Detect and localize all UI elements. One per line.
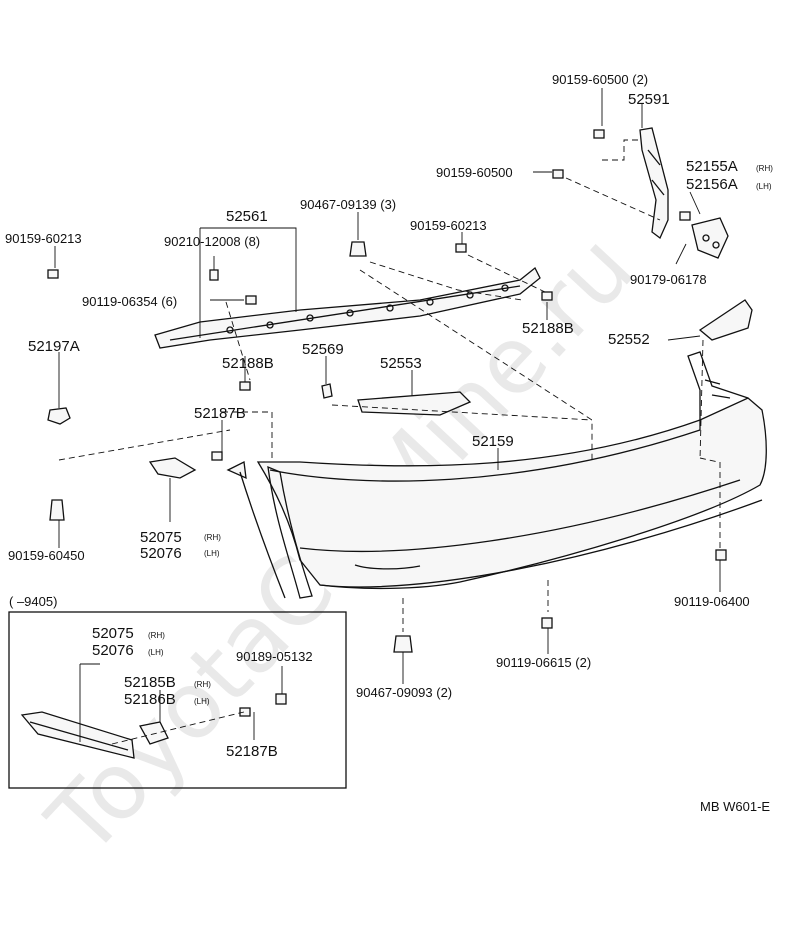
seal-52075 — [148, 457, 197, 479]
label-52076-suffix: (LH) — [204, 549, 220, 558]
label-52076: 52076 — [140, 545, 182, 562]
clip-52569 — [321, 383, 333, 399]
diagram-code: MB W601-E — [700, 799, 770, 814]
label-inset-52076: 52076 — [92, 642, 134, 659]
label-52553: 52553 — [380, 355, 422, 372]
label-inset-52185b-suffix: (RH) — [194, 680, 211, 689]
label-inset-52187b: 52187B — [226, 743, 278, 760]
label-52188b-left: 52188B — [222, 355, 274, 372]
label-inset-52075: 52075 — [92, 625, 134, 642]
assembly-lines — [58, 139, 721, 632]
label-52552: 52552 — [608, 331, 650, 348]
bracket-52591 — [639, 127, 669, 240]
labels: 90159-60500 (2) 52591 52155A (RH) 52156A… — [5, 72, 773, 814]
label-52569: 52569 — [302, 341, 344, 358]
label-inset-52075-suffix: (RH) — [148, 631, 165, 640]
label-52155a: 52155A — [686, 158, 738, 175]
label-90179-06178: 90179-06178 — [630, 272, 707, 287]
label-52561: 52561 — [226, 208, 268, 225]
label-90467-09093-2: 90467-09093 (2) — [356, 685, 452, 700]
label-90119-06615-2: 90119-06615 (2) — [496, 655, 591, 670]
label-52591: 52591 — [628, 91, 670, 108]
label-52156a-suffix: (LH) — [756, 182, 772, 191]
inset-box — [8, 611, 347, 789]
label-90119-06354-6: 90119-06354 (6) — [82, 294, 177, 309]
label-90210-12008-8: 90210-12008 (8) — [164, 234, 260, 249]
label-90159-60213-left: 90159-60213 — [5, 231, 82, 246]
label-52156a: 52156A — [686, 176, 738, 193]
label-inset-range: ( –9405) — [9, 594, 57, 609]
label-52188b-right: 52188B — [522, 320, 574, 337]
label-52075: 52075 — [140, 529, 182, 546]
bracket-52155a — [691, 217, 729, 259]
label-90159-60500: 90159-60500 — [436, 165, 513, 180]
label-90159-60450: 90159-60450 — [8, 548, 85, 563]
label-90119-06400: 90119-06400 — [674, 594, 750, 609]
trim-52552 — [698, 299, 753, 341]
side-arrow — [226, 461, 313, 599]
label-inset-52186b: 52186B — [124, 691, 176, 708]
label-inset-52076-suffix: (LH) — [148, 648, 164, 657]
label-inset-90189-05132: 90189-05132 — [236, 649, 313, 664]
label-52155a-suffix: (RH) — [756, 164, 773, 173]
label-52159: 52159 — [472, 433, 514, 450]
label-inset-52186b-suffix: (LH) — [194, 697, 210, 706]
label-inset-52185b: 52185B — [124, 674, 176, 691]
bumper-retainer-52561 — [154, 266, 541, 349]
label-90159-60213-mid: 90159-60213 — [410, 218, 487, 233]
label-52197a: 52197A — [28, 338, 80, 355]
fasteners — [47, 129, 727, 653]
label-52075-suffix: (RH) — [204, 533, 221, 542]
retainer-52197a — [47, 407, 71, 425]
label-90159-60500-2: 90159-60500 (2) — [552, 72, 648, 87]
label-90467-09139-3: 90467-09139 (3) — [300, 197, 396, 212]
leader-lines — [54, 88, 721, 684]
bumper-cover-52159 — [256, 351, 767, 590]
reflector-52553 — [357, 391, 472, 416]
label-52187b: 52187B — [194, 405, 246, 422]
